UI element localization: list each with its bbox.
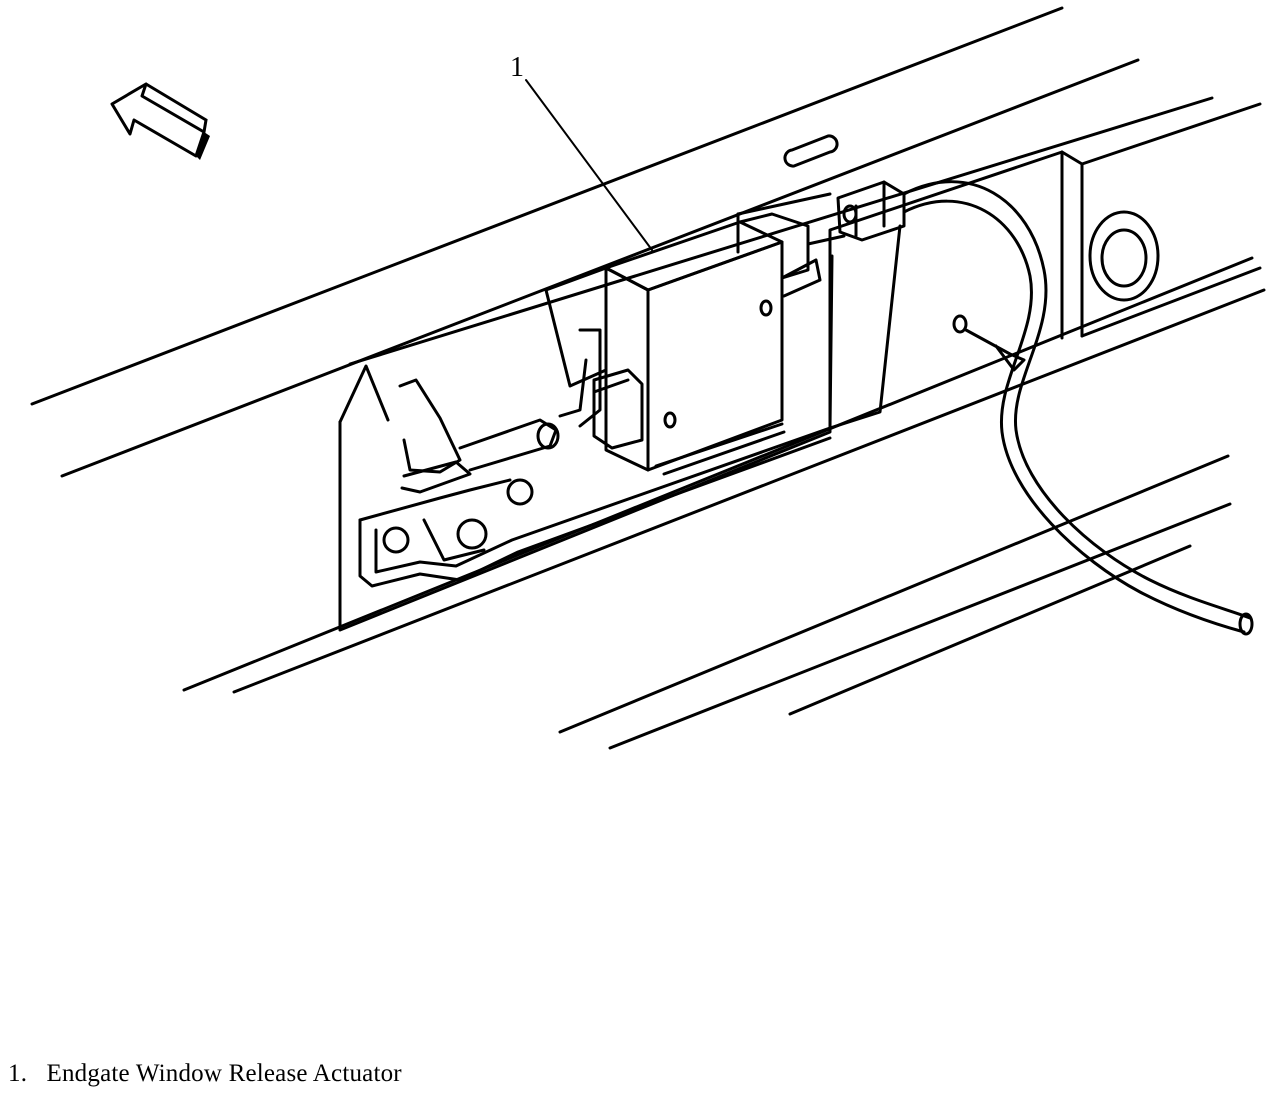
panel-edges — [30, 6, 1266, 750]
legend-text: Endgate Window Release Actuator — [46, 1060, 402, 1087]
release-actuator — [592, 212, 822, 476]
wiring-harness — [902, 180, 1254, 636]
legend-number: 1. — [8, 1060, 28, 1087]
harness-connector — [806, 180, 906, 246]
callout-leader — [525, 79, 653, 251]
actuator-bracket — [544, 224, 902, 430]
direction-arrow-icon — [110, 82, 210, 160]
panel-slot — [783, 134, 839, 168]
access-hole — [1088, 210, 1160, 302]
latch-mechanism — [358, 358, 832, 588]
legend-item-1: 1. Endgate Window Release Actuator — [8, 1060, 402, 1088]
retainer-clip — [952, 314, 1026, 372]
callout-number-1: 1 — [510, 52, 524, 83]
